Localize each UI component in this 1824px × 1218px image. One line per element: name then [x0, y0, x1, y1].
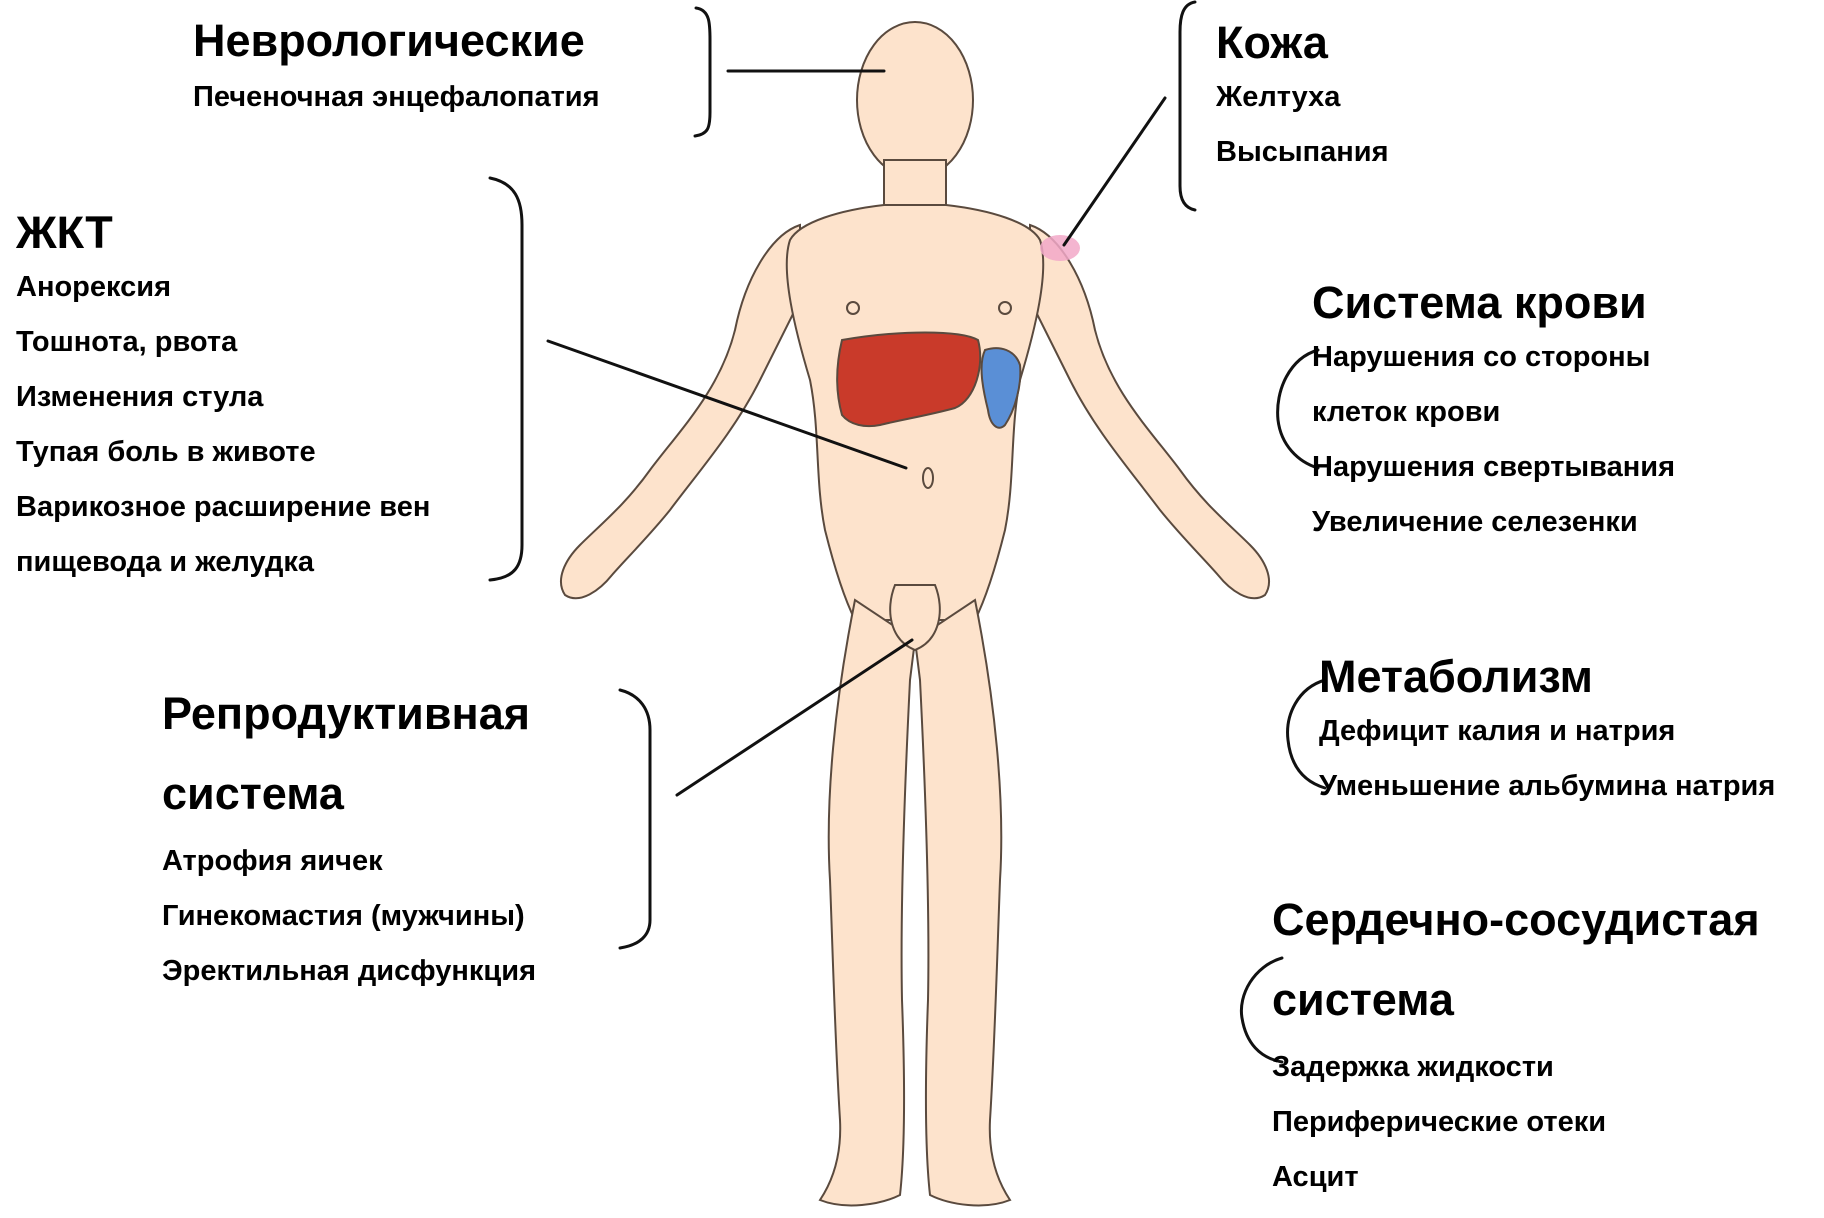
- cardio-item: Асцит: [1272, 1150, 1760, 1205]
- right-leg: [915, 600, 1010, 1205]
- gi-group: ЖКТ Анорексия Тошнота, рвота Изменения с…: [16, 206, 430, 590]
- left-arm: [561, 225, 800, 598]
- gi-item: Варикозное расширение вен: [16, 480, 430, 535]
- blood-item: Увеличение селезенки: [1312, 495, 1675, 550]
- metab-item: Дефицит калия и натрия: [1319, 704, 1775, 759]
- cardio-group: Сердечно-сосудистая система Задержка жид…: [1272, 880, 1760, 1205]
- blood-item: Нарушения со стороны: [1312, 330, 1675, 385]
- skin-bracket: [1180, 2, 1195, 210]
- gi-title: ЖКТ: [16, 206, 430, 260]
- cardio-item: Периферические отеки: [1272, 1095, 1760, 1150]
- skin-pointer: [1064, 98, 1165, 245]
- head: [857, 22, 973, 178]
- skin-item: Высыпания: [1216, 125, 1389, 180]
- skin-title: Кожа: [1216, 16, 1389, 70]
- gi-item: пищевода и желудка: [16, 535, 430, 590]
- neuro-group: Неврологические Печеночная энцефалопатия: [193, 14, 600, 125]
- blood-group: Система крови Нарушения со стороны клето…: [1312, 276, 1675, 550]
- neuro-title: Неврологические: [193, 14, 600, 68]
- blood-item: клеток крови: [1312, 385, 1675, 440]
- metab-title: Метаболизм: [1319, 650, 1775, 704]
- repro-group: Репродуктивная система Атрофия яичек Гин…: [162, 674, 536, 999]
- gi-item: Анорексия: [16, 260, 430, 315]
- repro-bracket: [620, 690, 650, 948]
- repro-item: Атрофия яичек: [162, 834, 536, 889]
- cardio-item: Задержка жидкости: [1272, 1040, 1760, 1095]
- neck: [884, 160, 946, 205]
- metab-item: Уменьшение альбумина натрия: [1319, 759, 1775, 814]
- skin-group: Кожа Желтуха Высыпания: [1216, 16, 1389, 180]
- gi-item: Изменения стула: [16, 370, 430, 425]
- gi-item: Тупая боль в животе: [16, 425, 430, 480]
- repro-title: Репродуктивная: [162, 674, 536, 754]
- neuro-bracket: [695, 8, 710, 136]
- repro-item: Гинекомастия (мужчины): [162, 889, 536, 944]
- neuro-item: Печеночная энцефалопатия: [193, 70, 600, 125]
- gi-bracket: [490, 178, 522, 580]
- cardio-title: Сердечно-сосудистая: [1272, 880, 1760, 960]
- repro-title: система: [162, 754, 536, 834]
- right-arm: [1030, 225, 1269, 598]
- repro-item: Эректильная дисфункция: [162, 944, 536, 999]
- skin-rash: [1040, 235, 1080, 261]
- blood-title: Система крови: [1312, 276, 1675, 330]
- skin-item: Желтуха: [1216, 70, 1389, 125]
- gi-item: Тошнота, рвота: [16, 315, 430, 370]
- human-body-figure: [561, 22, 1269, 1205]
- metab-group: Метаболизм Дефицит калия и натрия Уменьш…: [1319, 650, 1775, 814]
- cardio-title: система: [1272, 960, 1760, 1040]
- blood-item: Нарушения свертывания: [1312, 440, 1675, 495]
